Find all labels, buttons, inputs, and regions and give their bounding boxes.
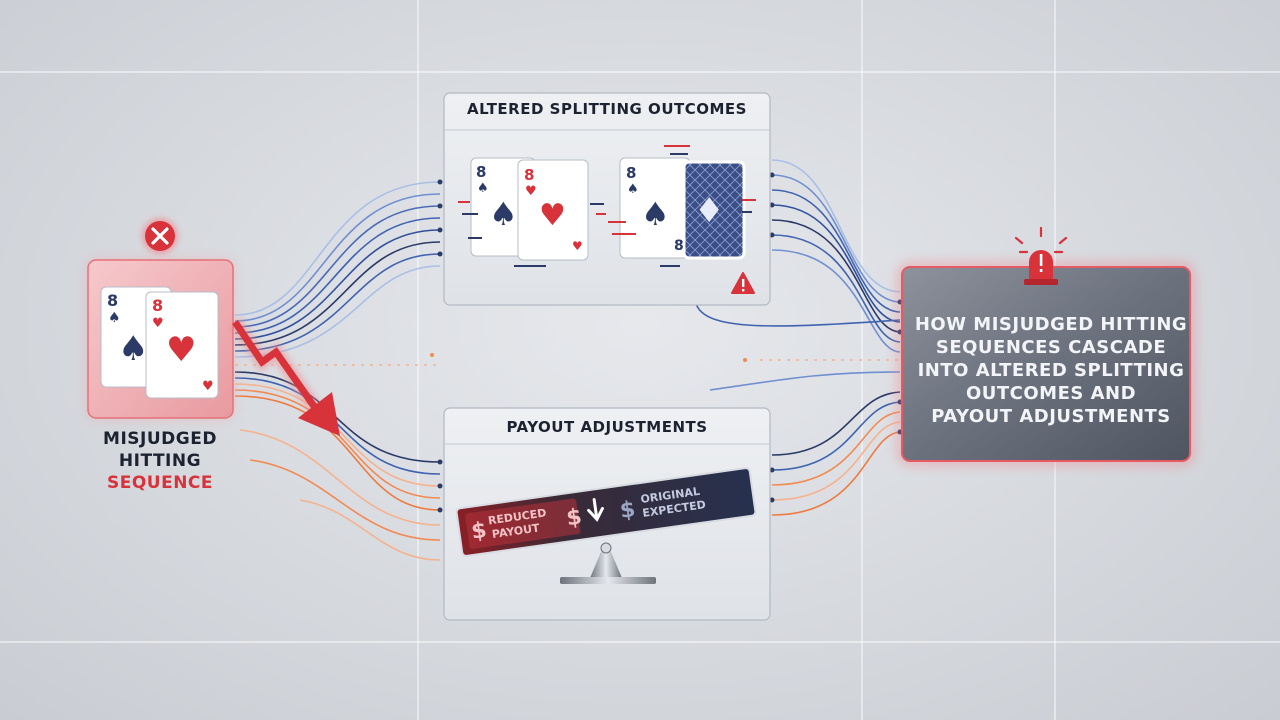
svg-text:♥: ♥ <box>166 330 196 370</box>
misjudged-node: 8 ♠ ♠ 8 ♥ ♥ ♥ <box>87 218 234 419</box>
summary-caption: HOW MISJUDGED HITTING SEQUENCES CASCADE … <box>914 314 1188 427</box>
svg-text:8: 8 <box>476 163 486 181</box>
payout-scale: $ REDUCED PAYOUT $ $ ORIGINAL EXPECTED <box>455 467 757 584</box>
altered-panel: 8 ♠ ♠ 8 ♥ ♥ ♥ 8 ♠ ♠ ♦ 8 <box>443 92 771 306</box>
svg-text:♦: ♦ <box>694 191 724 231</box>
svg-text:♠: ♠ <box>489 195 518 233</box>
svg-text:♥: ♥ <box>152 316 164 331</box>
svg-text:8: 8 <box>626 164 636 182</box>
svg-text:$: $ <box>618 497 637 524</box>
svg-text:♥: ♥ <box>525 184 537 199</box>
error-icon <box>142 218 178 254</box>
payout-adjustments-title: PAYOUT ADJUSTMENTS <box>506 418 708 436</box>
alarm-light-icon <box>1014 226 1068 285</box>
svg-text:♠: ♠ <box>108 310 121 326</box>
svg-text:♥: ♥ <box>572 239 583 253</box>
svg-text:$: $ <box>470 518 489 545</box>
svg-text:$: $ <box>565 505 584 532</box>
svg-text:♥: ♥ <box>539 198 566 233</box>
split-hand-2: 8 ♠ ♠ ♦ 8 <box>608 145 756 267</box>
svg-text:♠: ♠ <box>118 329 148 369</box>
svg-text:♠: ♠ <box>641 195 670 233</box>
down-arrow-icon <box>587 498 604 522</box>
svg-text:8: 8 <box>524 166 534 184</box>
cascade-arrow <box>229 318 340 436</box>
altered-splitting-outcomes-title: ALTERED SPLITTING OUTCOMES <box>467 100 747 118</box>
svg-text:8: 8 <box>152 296 163 315</box>
svg-text:8: 8 <box>674 238 684 254</box>
split-hand-1: 8 ♠ ♠ 8 ♥ ♥ ♥ <box>458 157 606 267</box>
svg-text:8: 8 <box>107 291 118 310</box>
warning-triangle-icon <box>731 272 755 294</box>
summary-panel <box>899 226 1193 464</box>
payout-panel: $ REDUCED PAYOUT $ $ ORIGINAL EXPECTED <box>443 407 771 621</box>
svg-text:♠: ♠ <box>477 181 489 196</box>
left-card-2: 8 ♥ ♥ ♥ <box>145 291 219 399</box>
connector-lines-right <box>694 159 901 516</box>
connector-lines-left <box>234 181 441 561</box>
misjudged-hitting-sequence-label: MISJUDGED HITTING SEQUENCE <box>103 429 217 493</box>
svg-text:♠: ♠ <box>627 182 639 197</box>
svg-text:♥: ♥ <box>202 379 214 394</box>
